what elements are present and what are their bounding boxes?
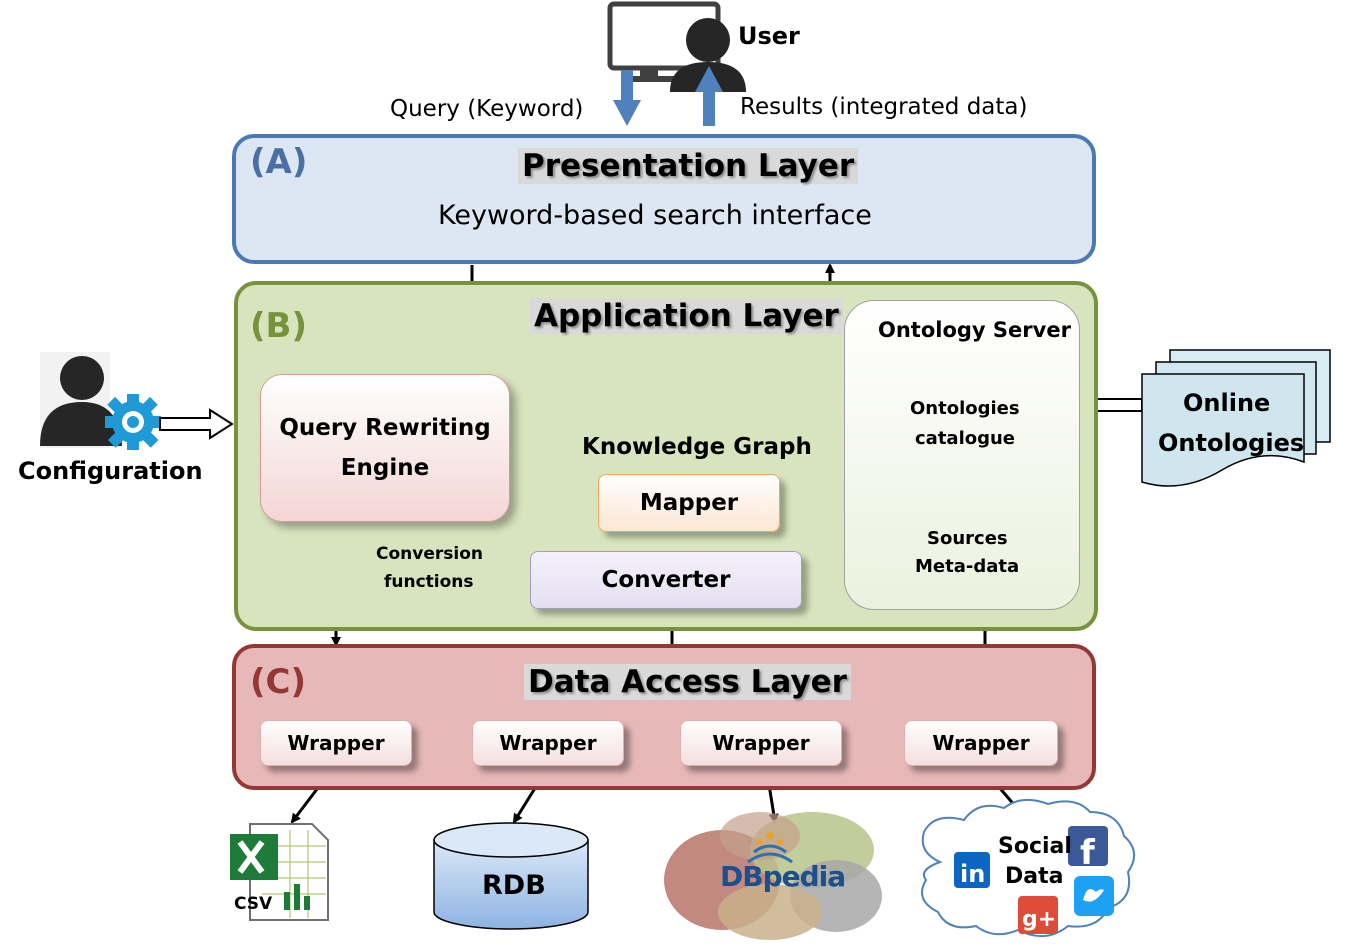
query-rewriting-engine: Query Rewriting Engine	[260, 374, 510, 522]
wrapper-csv: Wrapper	[260, 720, 412, 766]
rdb-label: RDB	[482, 870, 546, 901]
results-label: Results (integrated data)	[740, 94, 1028, 120]
wrapper-label: Wrapper	[287, 731, 385, 755]
csv-label: CSV	[234, 894, 273, 914]
wrapper-label: Wrapper	[499, 731, 597, 755]
mapper-box: Mapper	[598, 474, 780, 532]
wrapper-rdb: Wrapper	[472, 720, 624, 766]
wrapper-label: Wrapper	[712, 731, 810, 755]
rdb-cylinder	[433, 822, 589, 930]
wrapper-label: Wrapper	[932, 731, 1030, 755]
sources-metadata-line1: Sources	[927, 528, 1008, 549]
knowledge-graph-label: Knowledge Graph	[582, 434, 812, 460]
ontologies-catalogue-line1: Ontologies	[910, 398, 1020, 419]
facebook-icon	[1068, 826, 1108, 866]
ontology-server-title: Ontology Server	[878, 318, 1071, 342]
dbpedia-icon	[664, 812, 882, 940]
converter-box: Converter	[530, 551, 802, 609]
data-access-layer-title: Data Access Layer	[524, 664, 851, 700]
linkedin-icon	[954, 852, 990, 888]
query-arrow	[613, 70, 641, 126]
svg-text:f: f	[1080, 833, 1096, 873]
dbpedia-label: DBpedia	[720, 860, 846, 893]
presentation-layer-tag: (A)	[250, 142, 308, 182]
presentation-layer-subtitle: Keyword-based search interface	[438, 200, 872, 231]
presentation-layer-title: Presentation Layer	[518, 148, 859, 184]
results-arrow	[695, 66, 723, 126]
excel-csv-icon	[230, 823, 329, 921]
mapper-label: Mapper	[639, 490, 739, 516]
ontologies-catalogue-line2: catalogue	[915, 428, 1016, 449]
online-ontologies-icon	[1141, 349, 1331, 487]
application-layer-tag: (B)	[250, 306, 307, 346]
online-ontologies-line1: Online	[1183, 389, 1271, 417]
online-ontologies-line2: Ontologies	[1158, 429, 1305, 457]
svg-text:g+: g+	[1022, 907, 1056, 932]
application-layer-title: Application Layer	[530, 298, 843, 334]
social-data-cloud: in f g+	[921, 798, 1135, 937]
wrapper-social: Wrapper	[904, 720, 1058, 766]
configuration-label: Configuration	[18, 457, 203, 485]
conversion-functions-line1: Conversion	[376, 544, 483, 564]
conversion-functions-line2: functions	[384, 572, 474, 592]
arrow-configuration-to-application	[159, 408, 234, 440]
data-access-layer-tag: (C)	[250, 662, 307, 702]
query-rewriting-line2: Engine	[340, 455, 430, 481]
social-data-line2: Data	[1005, 864, 1064, 889]
svg-text:in: in	[960, 860, 985, 888]
query-rewriting-line1: Query Rewriting	[279, 415, 491, 441]
social-data-line1: Social	[998, 834, 1072, 859]
query-keyword-label: Query (Keyword)	[390, 96, 584, 122]
user-label: User	[738, 22, 800, 50]
wrapper-dbpedia: Wrapper	[680, 720, 842, 766]
sources-metadata-line2: Meta-data	[915, 556, 1020, 577]
ontology-server-panel	[844, 300, 1080, 610]
configuration-icon	[40, 352, 161, 450]
converter-label: Converter	[601, 567, 731, 593]
google-plus-icon	[1018, 896, 1058, 934]
